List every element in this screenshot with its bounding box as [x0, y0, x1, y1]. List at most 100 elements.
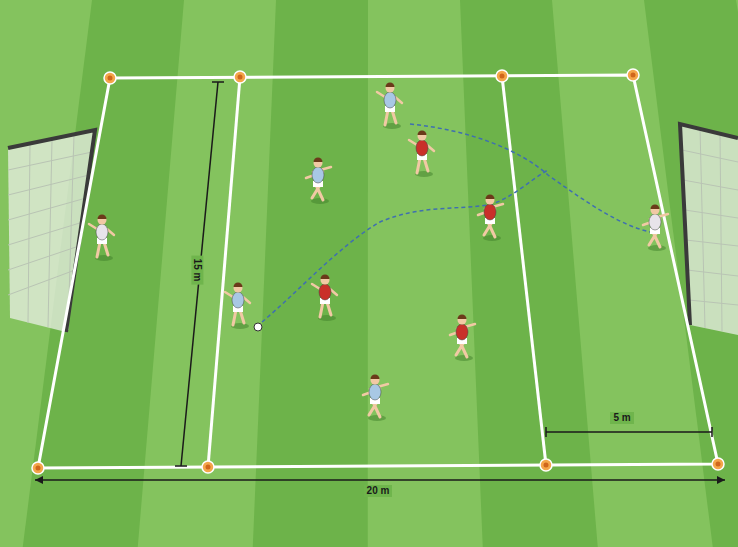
cone-top [716, 462, 721, 467]
player-figure [450, 315, 475, 362]
player-head [418, 132, 427, 141]
player-shirt [649, 214, 661, 230]
player-legs [312, 185, 323, 200]
dimension-line [35, 479, 725, 481]
player-shirt [484, 204, 496, 220]
player-head [651, 206, 660, 215]
player-hair [314, 158, 323, 163]
player-legs [484, 222, 495, 237]
cone-base [104, 72, 116, 84]
player-figure [363, 375, 388, 422]
goal-frame [680, 124, 738, 325]
player-head [458, 316, 467, 325]
dimension-tick [175, 82, 224, 466]
player-head [386, 84, 395, 93]
cone-top [108, 76, 113, 81]
players [89, 83, 668, 422]
player-head [321, 276, 330, 285]
dimension-arrowhead [35, 476, 725, 484]
player-figure [409, 131, 434, 178]
cone-top [544, 463, 549, 468]
player-shadow [368, 415, 386, 421]
cone-base [32, 462, 44, 474]
player-hair [321, 275, 330, 280]
player-figure [312, 275, 337, 322]
player-head [314, 159, 323, 168]
cone-base [540, 459, 552, 471]
cone-base [234, 71, 246, 83]
dimension-label: 5 m [610, 412, 633, 424]
cone-marker [32, 462, 44, 474]
player-head [98, 216, 107, 225]
cone-marker [234, 71, 246, 83]
player-legs [417, 158, 428, 173]
player-hair [371, 375, 380, 380]
player-legs [649, 232, 660, 247]
player-legs [369, 402, 380, 417]
cone-markers [32, 69, 724, 474]
right-goal [680, 124, 738, 335]
player-hair [386, 83, 395, 88]
player-shirt [369, 384, 381, 400]
player-hair [234, 283, 243, 288]
goal-net [680, 124, 738, 335]
dimension-label: 15 m [191, 256, 203, 285]
player-legs [320, 302, 331, 317]
cone-base [712, 458, 724, 470]
player-shirt [232, 292, 244, 308]
player-legs [233, 310, 244, 325]
cone-marker [496, 70, 508, 82]
player-legs [456, 342, 467, 357]
player-head [486, 196, 495, 205]
cone-marker [627, 69, 639, 81]
player-legs [385, 110, 396, 125]
cone-top [500, 74, 505, 79]
dimension-line [181, 82, 218, 466]
player-head [234, 284, 243, 293]
cone-marker [202, 461, 214, 473]
player-figure [377, 83, 402, 130]
grass-stripe [138, 0, 276, 547]
player-shirt [319, 284, 331, 300]
player-shadow [311, 198, 329, 204]
player-hair [651, 205, 660, 210]
dimension-line [546, 427, 712, 437]
player-shirt [456, 324, 468, 340]
cone-base [496, 70, 508, 82]
player-shadow [648, 245, 666, 251]
cone-marker [712, 458, 724, 470]
cone-base [627, 69, 639, 81]
ball [254, 323, 262, 331]
pitch-outline [38, 75, 718, 468]
player-figure [306, 158, 331, 205]
ball-path [262, 170, 548, 322]
dimension-label: 20 m [364, 485, 393, 497]
player-figure [643, 205, 668, 252]
ball-path [410, 124, 650, 232]
cone-marker [540, 459, 552, 471]
cone-top [238, 75, 243, 80]
cone-base [202, 461, 214, 473]
player-head [371, 376, 380, 385]
player-shirt [312, 167, 324, 183]
player-shirt [416, 140, 428, 156]
player-shirt [384, 92, 396, 108]
player-shadow [455, 355, 473, 361]
player-shadow [483, 235, 501, 241]
zone-line [502, 76, 546, 465]
player-hair [486, 195, 495, 200]
cone-marker [104, 72, 116, 84]
player-hair [458, 315, 467, 320]
cone-top [206, 465, 211, 470]
player-legs [97, 242, 108, 257]
player-shirt [96, 224, 108, 240]
player-hair [418, 131, 427, 136]
player-figure [225, 283, 250, 330]
player-figure [478, 195, 503, 242]
cone-top [36, 466, 41, 471]
player-figure [89, 215, 114, 262]
